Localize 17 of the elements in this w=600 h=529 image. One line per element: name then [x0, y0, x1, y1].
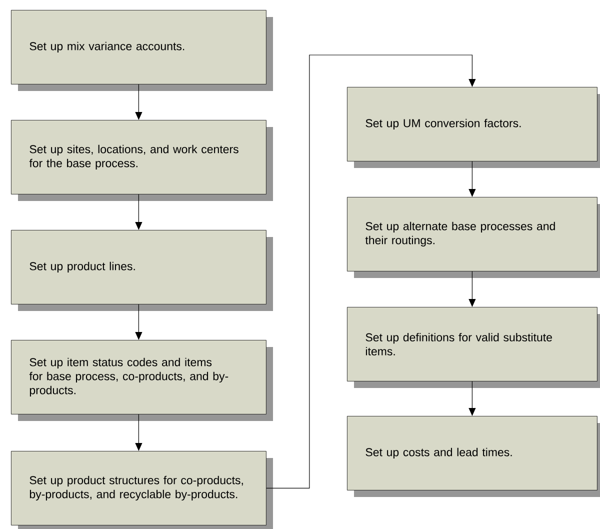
arrow: [468, 161, 476, 197]
process-box: Set up product structures for co-products, by-products, and recyclable by-products.: [11, 450, 273, 529]
process-box: Set up UM conversion factors.: [347, 86, 600, 168]
process-box: Set up costs and lead times.: [347, 416, 600, 497]
arrow: [468, 271, 476, 307]
process-box: Set up sites, locations, and work centers for the base process.: [11, 120, 273, 201]
arrow: [135, 304, 142, 340]
process-box: Set up mix variance accounts.: [11, 10, 273, 91]
process-box: Set up definitions for valid substitute items.: [347, 307, 600, 388]
arrow: [135, 414, 142, 451]
process-box: Set up product lines.: [11, 230, 273, 311]
arrow: [135, 84, 142, 120]
arrow: [135, 194, 142, 230]
process-box: Set up alternate base processes and their routings.: [347, 197, 600, 278]
process-box: Set up item status codes and items for base process, co-products, and by-products.: [11, 340, 273, 421]
arrow: [266, 54, 476, 488]
arrow: [468, 381, 476, 416]
